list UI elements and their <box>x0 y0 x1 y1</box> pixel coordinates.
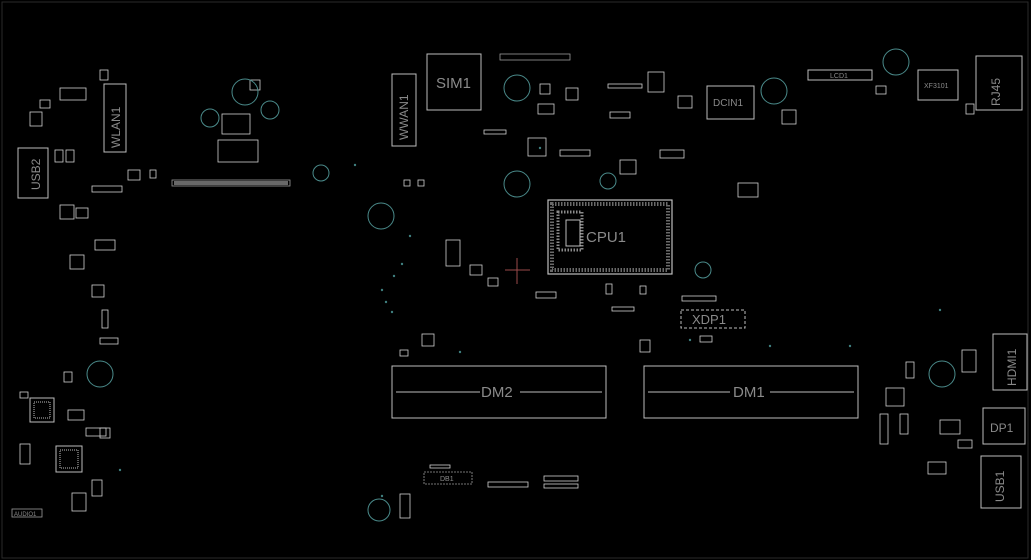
xf3101-label: XF3101 <box>924 83 949 90</box>
xdp1-connector[interactable]: XDP1 <box>680 309 746 329</box>
top-left-cluster <box>217 79 261 163</box>
cpu-surrounding-components <box>469 264 717 343</box>
rj45-connector[interactable]: RJ45 <box>975 55 1023 111</box>
wlan1-label: WLAN1 <box>109 106 123 148</box>
cpu1-label: CPU1 <box>586 229 626 246</box>
top-center-connector[interactable] <box>499 53 571 61</box>
top-right-components <box>875 85 975 115</box>
dp1-connector[interactable]: DP1 <box>982 407 1026 445</box>
xdp1-label: XDP1 <box>692 312 726 327</box>
bottom-center-components <box>399 464 579 519</box>
dcin1-label: DCIN1 <box>713 98 743 109</box>
crosshair-marker <box>505 258 530 284</box>
sim1-label: SIM1 <box>436 75 471 92</box>
dm1-slot[interactable]: DM1 <box>643 365 859 419</box>
rj45-label: RJ45 <box>989 78 1003 106</box>
dcin-area-components <box>677 95 797 198</box>
cpu1-package[interactable]: CPU1 <box>547 199 673 275</box>
audio1-label: AUDIO1 <box>14 512 37 518</box>
usb1-connector[interactable]: USB1 <box>980 455 1022 509</box>
dm1-label: DM1 <box>733 384 765 401</box>
lcd1-label: LCD1 <box>830 73 848 80</box>
left-upper-components <box>29 69 157 345</box>
mounting-holes <box>86 48 956 522</box>
xf3101-chip[interactable]: XF3101 <box>917 69 959 101</box>
test-point-dots <box>118 146 942 498</box>
dp1-label: DP1 <box>990 421 1014 435</box>
lcd1-connector[interactable]: LCD1 <box>807 69 873 81</box>
wwan1-connector[interactable]: WWAN1 <box>391 73 417 147</box>
dm2-slot[interactable]: DM2 <box>391 365 607 419</box>
hdmi1-label: HDMI1 <box>1005 348 1019 386</box>
hdmi1-connector[interactable]: HDMI1 <box>992 333 1028 391</box>
dcin1-connector[interactable]: DCIN1 <box>706 85 755 120</box>
bottom-left-chips <box>19 371 111 512</box>
ribbon-connector-top-left[interactable] <box>171 179 291 187</box>
dimm-area-components <box>399 333 651 357</box>
top-center-components <box>403 71 685 267</box>
sim1-connector[interactable]: SIM1 <box>426 53 482 111</box>
usb2-connector[interactable]: USB2 <box>17 147 49 199</box>
db1-connector[interactable]: DB1 <box>423 471 473 485</box>
dm2-label: DM2 <box>481 384 513 401</box>
wlan1-connector[interactable]: WLAN1 <box>103 83 127 153</box>
db1-label: DB1 <box>440 476 454 483</box>
wwan1-label: WWAN1 <box>397 94 411 140</box>
right-side-components <box>879 349 977 475</box>
audio1-connector[interactable]: AUDIO1 <box>11 508 43 518</box>
usb2-label: USB2 <box>29 158 43 190</box>
usb1-label: USB1 <box>993 470 1007 502</box>
